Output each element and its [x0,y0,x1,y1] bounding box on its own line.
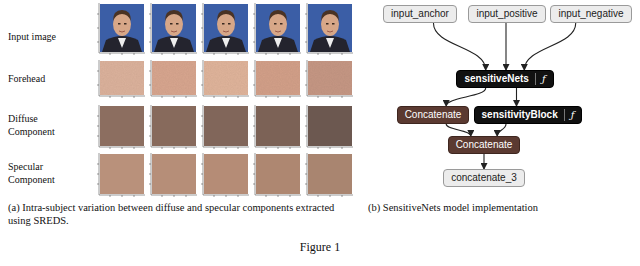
input-box: input_negative [550,5,631,23]
node-text: sensitiveNets [464,73,528,85]
node-text: concatenate_3 [451,172,517,184]
function-symbol: ƒ [535,73,546,85]
connector [446,88,486,106]
connector [446,124,471,136]
row-label: Input image [8,30,88,43]
subfigure-caption: (a) Intra-subject variation between diff… [8,201,350,227]
row-label: Specular Component [8,160,68,186]
input-box: input_anchor [383,5,457,23]
input-box: input_positive [468,5,545,23]
connector [483,154,484,169]
connector [516,88,517,106]
row-label: Forehead [8,72,88,85]
node-text: input_negative [558,8,623,20]
output-box: concatenate_3 [443,169,525,187]
concatenate-box: Concatenate [448,136,521,154]
connector [497,124,506,136]
concatenate-box: Concatenate [397,106,470,124]
node-text: sensitivityBlock [482,109,558,121]
node-text: Concatenate [405,109,462,121]
connector [433,23,485,70]
subfigure-caption: (b) SensitiveNets model implementation [368,201,636,214]
row-label: Diffuse Component [8,112,68,138]
figure-caption: Figure 1 [0,240,640,255]
function-symbol: ƒ [564,109,575,121]
node-text: input_anchor [391,8,449,20]
function-box: sensitivityBlock ƒ [474,106,583,124]
function-box: sensitiveNets ƒ [456,70,553,88]
node-text: input_positive [476,8,537,20]
node-text: Concatenate [456,139,513,151]
connector [505,23,506,70]
connector [524,23,575,70]
